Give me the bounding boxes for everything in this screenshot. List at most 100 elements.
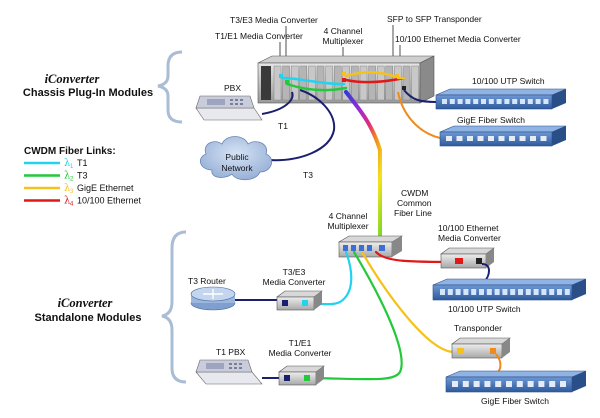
- label-sfp-transponder: SFP to SFP Transponder: [387, 14, 482, 24]
- switch-port: [564, 289, 570, 295]
- switch-port: [540, 136, 547, 141]
- chassis-port: [285, 80, 289, 84]
- legend-heading: CWDM Fiber Links:: [24, 146, 116, 157]
- switch-port: [494, 289, 500, 295]
- label-mux-line1: 4 Channel: [324, 26, 363, 36]
- chassis-port: [342, 72, 346, 76]
- switch-port: [456, 136, 463, 141]
- label-t3: T3: [303, 170, 313, 180]
- switch-port: [549, 289, 555, 295]
- chassis-slot: [291, 65, 299, 101]
- gige-switch-top: [439, 125, 567, 147]
- chassis-port: [395, 74, 399, 78]
- cloud-label-line1: Public: [225, 152, 249, 162]
- switch-port: [479, 289, 484, 295]
- switch-port: [496, 99, 502, 104]
- label-t3e3-converter: T3/E3 Media Converter: [230, 15, 318, 25]
- chassis-bracket: [157, 50, 183, 124]
- chassis-port: [342, 78, 346, 82]
- switch-port: [457, 99, 463, 104]
- switch-port: [481, 99, 486, 104]
- switch-port: [465, 99, 471, 104]
- chassis-slot: [351, 65, 359, 101]
- switch-port: [462, 381, 469, 387]
- standalone-transponder: [451, 337, 511, 359]
- label-standalone-t3e3-line1: T3/E3: [283, 267, 306, 277]
- switch-port: [543, 99, 549, 104]
- legend-subscript: 3: [70, 189, 74, 195]
- switch-port: [518, 289, 523, 295]
- standalone-t1e1-converter: [278, 365, 325, 386]
- label-standalone-t3e3-line2: Media Converter: [263, 277, 326, 287]
- switch-port: [538, 381, 545, 387]
- legend-lambda: λ: [64, 183, 71, 194]
- switch-port: [473, 99, 479, 104]
- link-mux-cyan: [314, 250, 353, 306]
- switch-port: [449, 99, 455, 104]
- label-pbx: PBX: [224, 83, 241, 93]
- standalone-t3e3-converter: [276, 290, 323, 311]
- switch-port: [446, 136, 452, 141]
- label-standalone-mux-line2: Multiplexer: [327, 221, 368, 231]
- standalone-title-brand: iConverter: [58, 296, 113, 310]
- switch-port: [440, 289, 445, 295]
- switch-port: [506, 381, 512, 387]
- label-standalone-mux-line1: 4 Channel: [329, 211, 368, 221]
- label-ethernet-converter: 10/100 Ethernet Media Converter: [395, 34, 521, 44]
- switch-port: [509, 136, 515, 141]
- link-t3-lambda2: [285, 82, 348, 92]
- switch-port: [549, 381, 556, 387]
- label-cwdm-line1: CWDM: [401, 188, 428, 198]
- chassis-switch-links: [397, 89, 441, 139]
- legend-subscript: 2: [70, 177, 74, 183]
- switch-port: [447, 289, 453, 295]
- chassis-slot: [402, 65, 411, 101]
- pbx-icon: [195, 95, 263, 121]
- switch-port: [520, 99, 525, 104]
- switch-port: [471, 289, 477, 295]
- label-gige-switch-bottom: GigE Fiber Switch: [481, 396, 549, 406]
- label-utp-switch-bottom: 10/100 UTP Switch: [448, 304, 521, 314]
- label-standalone-eth-line2: Media Converter: [438, 233, 501, 243]
- label-mux-line2: Multiplexer: [322, 36, 363, 46]
- cwdm-common-fiber-line: [344, 90, 382, 238]
- chassis-slot: [385, 65, 393, 101]
- legend-subscript: 4: [70, 202, 74, 208]
- link-gige-lambda3: [344, 71, 400, 80]
- switch-port: [488, 99, 494, 104]
- chassis-slot: [299, 65, 307, 101]
- legend-label: T3: [77, 171, 88, 181]
- switch-port: [541, 289, 547, 295]
- link-gige-to-switch: [397, 91, 441, 139]
- switch-port: [452, 381, 458, 387]
- standalone-bracket: [161, 230, 187, 384]
- label-standalone-t1e1-line1: T1/E1: [289, 338, 312, 348]
- switch-port: [488, 136, 494, 141]
- switch-port: [525, 289, 531, 295]
- switch-port: [519, 136, 526, 141]
- label-standalone-t1e1-line2: Media Converter: [269, 348, 332, 358]
- switch-port: [527, 99, 533, 104]
- label-utp-switch-top: 10/100 UTP Switch: [472, 76, 545, 86]
- chassis-port: [279, 74, 283, 78]
- switch-port: [455, 289, 461, 295]
- switch-port: [504, 99, 510, 104]
- switch-port: [484, 381, 491, 387]
- label-t1: T1: [278, 121, 288, 131]
- chassis-slot: [394, 65, 402, 101]
- gige-switch-bottom: [445, 370, 587, 393]
- utp-switch-top: [435, 88, 567, 110]
- switch-port: [557, 289, 562, 295]
- switch-port: [533, 289, 539, 295]
- label-gige-switch-top: GigE Fiber Switch: [457, 115, 525, 125]
- switch-port: [516, 381, 523, 387]
- label-t3-router: T3 Router: [188, 276, 226, 286]
- chassis-title: Chassis Plug-In Modules: [23, 87, 153, 99]
- switch-port: [498, 136, 505, 141]
- standalone-multiplexer: [337, 235, 404, 258]
